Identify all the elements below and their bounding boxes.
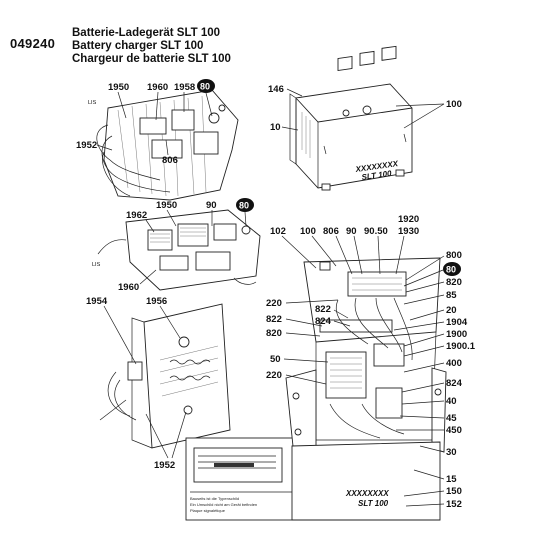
callout-220-a: 220: [266, 298, 282, 309]
callout-85: 85: [446, 290, 457, 301]
callout-80-badge-c: [443, 262, 461, 276]
title-german: Batterie-Ladegerät SLT 100: [72, 27, 221, 39]
callout-1962: 1962: [126, 210, 147, 221]
detail-circuit-board: [97, 209, 261, 291]
part-number: 049240: [10, 36, 56, 51]
callout-1920: 1920: [398, 214, 419, 225]
callout-152: 152: [446, 499, 462, 510]
callout-1900-1: 1900.1: [446, 341, 476, 352]
callout-1956: 1956: [146, 296, 167, 307]
callout-100-a: 100: [446, 99, 462, 110]
callout-220-b: 220: [266, 370, 282, 381]
charger-open-housing: [285, 257, 447, 521]
callout-40: 40: [446, 396, 457, 407]
callout-80-a: 80: [200, 82, 210, 92]
title-english: Battery charger SLT 100: [72, 40, 204, 52]
callout-10: 10: [270, 122, 281, 133]
callout-450: 450: [446, 425, 462, 436]
callout-90-50: 90.50: [364, 226, 388, 237]
callout-80-c: 80: [446, 265, 456, 275]
front-brand-mark: XXXXXXXX: [345, 489, 389, 498]
callout-80-b: 80: [239, 201, 249, 211]
callout-822-b: 822: [266, 314, 282, 325]
type-plate-line3: Plaque signalétique: [190, 508, 226, 513]
callout-820-a: 820: [446, 277, 462, 288]
callout-1952-b: 1952: [154, 460, 175, 471]
callout-90-b: 90: [346, 226, 357, 237]
callout-1954: 1954: [86, 296, 108, 307]
callout-1950-b: 1950: [156, 200, 177, 211]
callout-1960-b: 1960: [118, 282, 139, 293]
callout-90-a: 90: [206, 200, 217, 211]
callout-80-badge-a: [197, 79, 215, 93]
callout-20: 20: [446, 305, 457, 316]
callout-1904: 1904: [446, 317, 468, 328]
detail-side-panel: [99, 303, 231, 449]
housing-model: SLT 100: [361, 169, 393, 182]
callout-45: 45: [446, 413, 457, 424]
callout-15: 15: [446, 474, 457, 485]
callout-1952-a: 1952: [76, 140, 97, 151]
wire-tag-a: LIS: [88, 100, 97, 106]
front-model: SLT 100: [358, 499, 389, 508]
detail-wiring-top-left: [96, 89, 239, 201]
callout-80-badge-b: [236, 198, 254, 212]
callout-1958: 1958: [174, 82, 195, 93]
charger-housing-closed: [289, 45, 413, 191]
callout-400: 400: [446, 358, 462, 369]
callout-806-a: 806: [162, 155, 178, 166]
wire-tag-b: LIS: [92, 262, 101, 268]
callout-1900: 1900: [446, 329, 467, 340]
callout-102: 102: [270, 226, 286, 237]
callout-806-b: 806: [323, 226, 339, 237]
callout-820-b: 820: [266, 328, 282, 339]
title-block: Batterie-Ladegerät SLT 100 Battery charg…: [72, 27, 231, 66]
callout-822-a: 822: [315, 304, 331, 315]
callout-1960-a: 1960: [147, 82, 168, 93]
type-plate-heading: Bauseits ist die Typenschild: [190, 496, 239, 501]
callout-824-b: 824: [446, 378, 463, 389]
callout-30: 30: [446, 447, 457, 458]
callout-800: 800: [446, 250, 462, 261]
callout-150: 150: [446, 486, 462, 497]
callout-146: 146: [268, 84, 284, 95]
type-plate-line2: Ein Umschild nicht am Gerät befinden: [190, 502, 257, 507]
callout-100-b: 100: [300, 226, 316, 237]
callout-1950-a: 1950: [108, 82, 129, 93]
title-french: Chargeur de batterie SLT 100: [72, 53, 231, 65]
callout-50: 50: [270, 354, 281, 365]
type-plate: [185, 437, 307, 521]
callout-824-a: 824: [315, 316, 332, 327]
callout-1930: 1930: [398, 226, 419, 237]
